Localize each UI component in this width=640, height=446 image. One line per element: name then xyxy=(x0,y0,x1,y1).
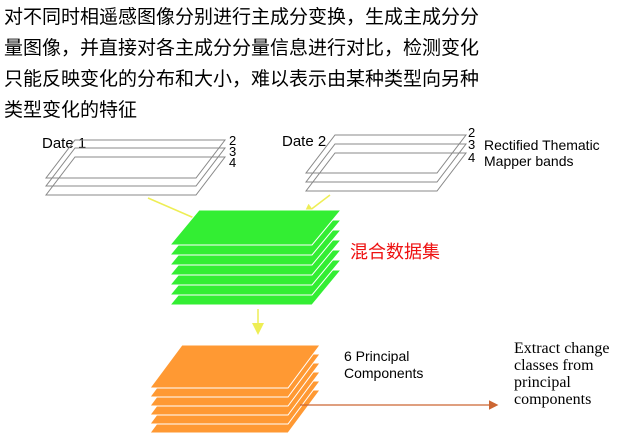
date2-band-stack xyxy=(304,134,468,192)
intro-line-2: 量图像，并直接对各主成分分量信息进行对比，检测变化 xyxy=(4,37,480,59)
date2-band-label-3: 3 xyxy=(468,137,475,152)
date1-label: Date 1 xyxy=(42,135,86,152)
pc-caption-line-2: Components xyxy=(344,365,423,381)
merged-layer-stack xyxy=(168,209,343,306)
bands-caption-line-2: Mapper bands xyxy=(484,153,574,169)
date1-band-3 xyxy=(44,147,227,187)
date1-band-4 xyxy=(44,156,227,196)
extract-caption-line-4: components xyxy=(514,391,591,408)
date2-label: Date 2 xyxy=(282,133,326,150)
date2-band-label-4: 4 xyxy=(468,150,475,165)
intro-line-3: 只能反映变化的分布和大小，难以表示由某种类型向另种 xyxy=(4,68,480,90)
bands-caption-line-1: Rectified Thematic xyxy=(484,137,600,153)
date1-band-label-3: 3 xyxy=(229,144,236,159)
date1-band-2 xyxy=(44,139,227,179)
date2-band-2 xyxy=(304,134,468,174)
date1-band-label-2: 2 xyxy=(229,133,236,148)
merged-layer-1 xyxy=(168,209,343,246)
extract-caption-line-2: classes from xyxy=(514,357,594,374)
pc-layer-stack xyxy=(149,344,321,434)
date1-band-label-4: 4 xyxy=(229,155,236,170)
pc-caption-line-1: 6 Principal xyxy=(344,348,409,364)
intro-line-1: 对不同时相遥感图像分别进行主成分变换，生成主成分分 xyxy=(4,6,480,28)
date2-band-label-2: 2 xyxy=(468,125,475,140)
date2-band-3 xyxy=(304,143,468,183)
extract-caption-line-1: Extract change xyxy=(514,340,610,357)
date1-band-stack xyxy=(44,139,227,196)
merged-dataset-label: 混合数据集 xyxy=(350,242,440,263)
pc-layer-1 xyxy=(149,344,321,389)
date2-band-4 xyxy=(304,152,468,192)
extract-caption-line-3: principal xyxy=(514,374,571,391)
intro-line-4: 类型变化的特征 xyxy=(4,99,138,121)
intro-text: 对不同时相遥感图像分别进行主成分变换，生成主成分分 量图像，并直接对各主成分分量… xyxy=(4,2,634,126)
